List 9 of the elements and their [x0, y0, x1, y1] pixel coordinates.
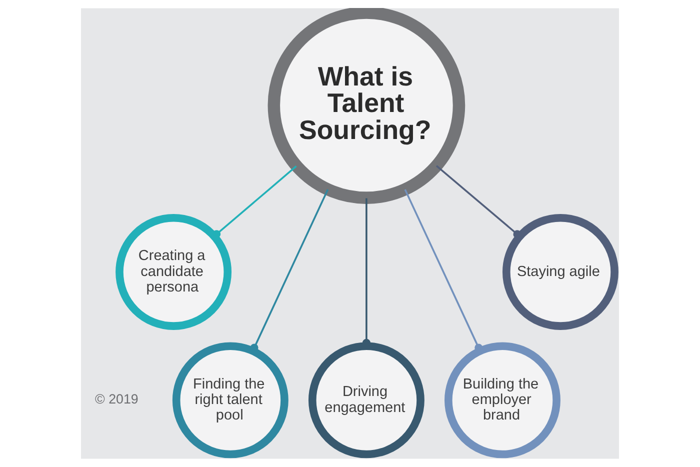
connector — [404, 189, 483, 352]
connector — [436, 165, 522, 238]
label: © 2019 — [95, 392, 138, 407]
node-circle: What is Talent Sourcing? — [268, 8, 466, 204]
node-circle: Driving engagement — [308, 342, 424, 458]
node-circle: Creating a candidate persona — [116, 214, 232, 330]
node-circle: Staying agile — [502, 214, 618, 330]
connector — [250, 189, 329, 352]
connector — [212, 166, 297, 238]
